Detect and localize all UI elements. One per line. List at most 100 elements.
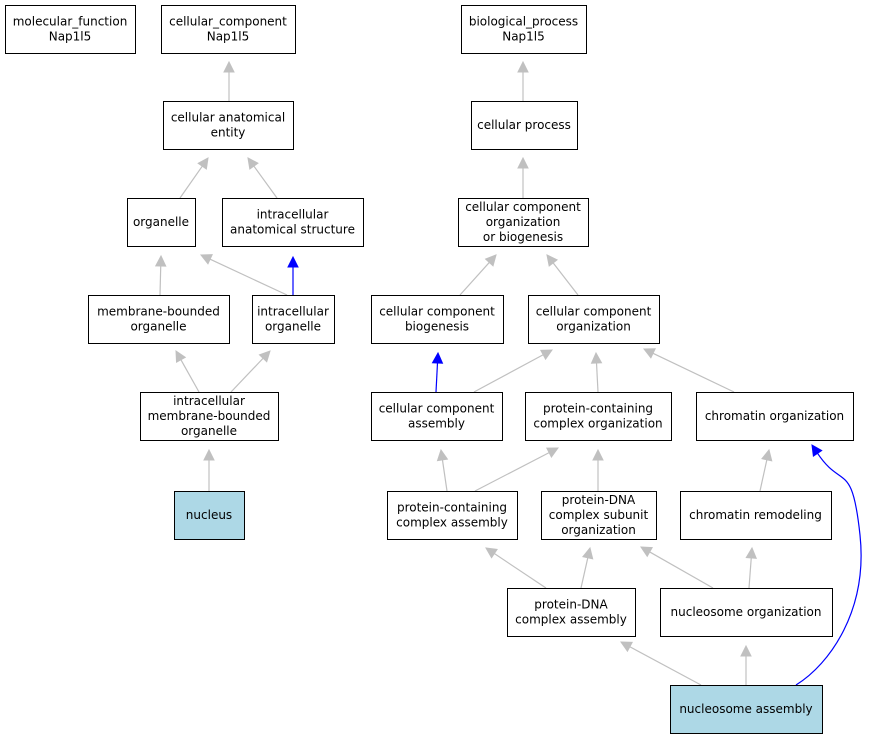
edge-nucorg-to-pdcso bbox=[640, 546, 714, 589]
node-label-line: anatomical structure bbox=[230, 223, 355, 237]
arrow-head-icon bbox=[287, 255, 299, 268]
node-nucleus[interactable]: nucleus bbox=[174, 491, 245, 540]
node-cellular-process[interactable]: cellular process bbox=[471, 101, 578, 150]
arrow-head-icon bbox=[223, 60, 235, 73]
node-label-line: intracellular bbox=[257, 305, 329, 319]
arrow-head-icon bbox=[640, 546, 653, 558]
node-box bbox=[680, 491, 832, 540]
node-box bbox=[660, 588, 833, 637]
node-box bbox=[670, 685, 823, 734]
node-label-line: cellular component bbox=[379, 305, 495, 319]
node-label-line: membrane-bounded bbox=[97, 305, 220, 319]
edge-line bbox=[209, 258, 288, 296]
edge-ias-to-cae bbox=[247, 157, 278, 199]
node-label-line: cellular anatomical bbox=[171, 111, 285, 125]
node-label-line: cellular component bbox=[379, 402, 495, 416]
node-label-line: nucleus bbox=[186, 508, 232, 522]
node-label-line: complex assembly bbox=[396, 516, 508, 530]
edge-pdca-to-pdcso bbox=[580, 546, 594, 589]
node-label-line: protein-containing bbox=[397, 501, 507, 515]
edge-chro-to-cco bbox=[642, 348, 735, 393]
arrow-head-icon bbox=[620, 641, 633, 653]
arrow-head-icon bbox=[546, 254, 559, 267]
node-label-line: organization bbox=[486, 215, 561, 229]
node-label-line: biogenesis bbox=[405, 320, 469, 334]
node-label-line: Nap1l5 bbox=[502, 30, 545, 44]
edge-line bbox=[552, 262, 579, 296]
edge-pdca-to-pcca bbox=[485, 547, 547, 589]
node-box bbox=[371, 295, 504, 344]
node-box bbox=[252, 295, 335, 344]
arrow-head-icon bbox=[745, 546, 758, 559]
node-chromatin-remodeling[interactable]: chromatin remodeling bbox=[680, 491, 832, 540]
arrow-head-icon bbox=[546, 447, 559, 458]
node-label-line: organelle bbox=[265, 320, 321, 334]
node-label-line: organelle bbox=[130, 320, 186, 334]
node-label-line: molecular_function bbox=[13, 15, 128, 29]
node-chromatin-organization[interactable]: chromatin organization bbox=[696, 392, 854, 441]
node-box bbox=[471, 101, 578, 150]
edge-pcca-to-pcco bbox=[474, 447, 559, 492]
arrow-head-icon bbox=[258, 350, 271, 363]
node-label-line: biological_process bbox=[469, 15, 578, 29]
arrow-head-icon bbox=[590, 351, 603, 364]
node-label-line: complex assembly bbox=[515, 613, 627, 627]
edge-cca-to-cco bbox=[473, 349, 553, 393]
node-box bbox=[387, 491, 518, 540]
edge-line bbox=[649, 551, 714, 589]
edge-cae-to-cc bbox=[223, 60, 235, 101]
node-box bbox=[525, 392, 672, 441]
node-box bbox=[371, 392, 503, 441]
node-box bbox=[696, 392, 854, 441]
node-nucleosome-assembly[interactable]: nucleosome assembly bbox=[670, 685, 823, 734]
arrow-head-icon bbox=[761, 448, 773, 462]
node-label-line: Nap1l5 bbox=[207, 30, 250, 44]
node-box bbox=[161, 5, 296, 54]
edge-nucorg-to-chrr bbox=[745, 546, 758, 589]
edge-line bbox=[179, 165, 203, 199]
arrow-head-icon bbox=[740, 644, 752, 657]
edge-line bbox=[595, 362, 599, 393]
arrow-head-icon bbox=[484, 254, 497, 267]
edges-layer bbox=[154, 60, 862, 686]
node-label-line: cellular process bbox=[477, 118, 571, 132]
node-organelle[interactable]: organelle bbox=[127, 198, 196, 247]
node-box bbox=[5, 5, 136, 54]
arrow-head-icon bbox=[540, 349, 553, 361]
node-label-line: nucleosome organization bbox=[671, 605, 822, 619]
edge-nucasm-to-nucorg bbox=[740, 644, 752, 685]
arrow-head-icon bbox=[431, 351, 444, 364]
nodes-layer: molecular_functionNap1l5cellular_compone… bbox=[5, 5, 854, 734]
edge-pcco-to-cco bbox=[590, 351, 603, 393]
node-label-line: organelle bbox=[181, 424, 237, 438]
arrow-head-icon bbox=[582, 546, 594, 560]
edge-line bbox=[435, 362, 439, 393]
arrow-head-icon bbox=[175, 350, 187, 363]
edge-pdcso-to-pcco bbox=[592, 448, 604, 491]
node-box bbox=[174, 491, 245, 540]
edge-line bbox=[459, 262, 490, 296]
edge-nucasm-to-pdca bbox=[620, 641, 702, 686]
node-label-line: organelle bbox=[133, 215, 189, 229]
edge-ccob-to-cp bbox=[517, 156, 529, 198]
edge-cco-to-ccob bbox=[546, 254, 579, 296]
edge-line bbox=[159, 265, 162, 296]
node-nucleosome-organization[interactable]: nucleosome organization bbox=[660, 588, 833, 637]
edge-line bbox=[629, 646, 702, 686]
